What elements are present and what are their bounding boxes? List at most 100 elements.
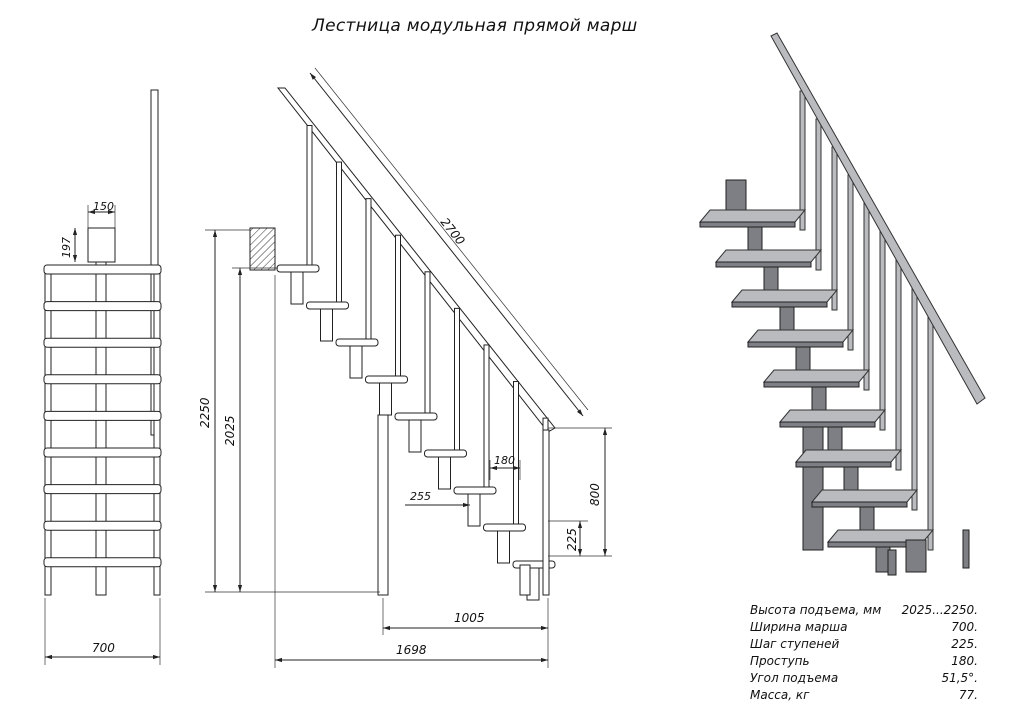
front-left-leg xyxy=(44,267,52,596)
side-baluster xyxy=(483,344,490,488)
spec-row: Масса, кг 77. xyxy=(750,688,978,702)
spec-label: Проступь xyxy=(750,654,810,668)
side-tread xyxy=(365,375,408,384)
side-module xyxy=(320,308,333,342)
side-tread xyxy=(394,412,438,421)
dim-step-offset: 255 xyxy=(410,490,431,503)
dim-rail-height: 800 xyxy=(588,483,602,506)
spec-label: Угол подъема xyxy=(750,671,839,685)
side-baluster xyxy=(395,234,401,377)
side-tread xyxy=(335,338,379,347)
iso-tread-edge xyxy=(811,501,908,508)
front-center-post xyxy=(95,261,107,596)
spec-row: Угол подъема 51,5°. xyxy=(750,671,978,685)
side-module xyxy=(408,419,422,453)
iso-baluster xyxy=(895,258,902,471)
iso-tread xyxy=(698,209,807,223)
side-module xyxy=(497,530,510,564)
spec-label: Шаг ступеней xyxy=(750,637,840,651)
spec-value: 700. xyxy=(951,620,978,634)
spec-value: 180. xyxy=(951,654,978,668)
spec-label: Высота подъема, мм xyxy=(750,603,882,617)
spec-value: 51,5°. xyxy=(941,671,978,685)
side-tread xyxy=(424,449,467,458)
side-support-post xyxy=(377,414,389,596)
wall-section xyxy=(249,227,276,271)
isometric-view xyxy=(698,32,986,576)
iso-tread-edge xyxy=(763,381,860,388)
spec-row: Проступь 180. xyxy=(750,654,978,668)
iso-baluster xyxy=(831,146,838,311)
dim-total-height: 2250 xyxy=(198,397,212,428)
iso-tread xyxy=(714,249,823,263)
side-module xyxy=(349,345,363,379)
iso-tread xyxy=(730,289,839,303)
iso-tread-edge xyxy=(779,421,876,428)
spec-label: Ширина марша xyxy=(750,620,848,634)
front-tread xyxy=(43,301,162,312)
front-right-leg xyxy=(153,267,161,596)
front-tread xyxy=(43,410,162,421)
side-tread xyxy=(306,301,349,310)
front-tread xyxy=(43,520,162,531)
side-module xyxy=(438,456,451,490)
drawing-title: Лестница модульная прямой марш xyxy=(312,16,638,36)
spec-value: 2025...2250. xyxy=(901,603,978,617)
iso-tread-edge xyxy=(747,341,844,348)
spec-label: Масса, кг xyxy=(750,688,810,702)
iso-tread xyxy=(778,409,887,423)
wall-bracket xyxy=(87,227,116,263)
iso-bottom-module xyxy=(905,539,927,573)
iso-tread xyxy=(746,329,855,343)
side-module xyxy=(467,493,481,527)
iso-bottom-leg xyxy=(962,529,970,569)
side-tread xyxy=(276,264,320,273)
spec-row: Ширина марша 700. xyxy=(750,620,978,634)
side-baluster xyxy=(365,198,372,340)
dim-post-distance: 1005 xyxy=(454,611,485,625)
front-tread xyxy=(43,374,162,385)
iso-tread-edge xyxy=(699,221,796,228)
iso-baluster xyxy=(879,230,886,431)
iso-bottom-leg xyxy=(887,549,897,576)
front-treads xyxy=(43,264,162,568)
side-module xyxy=(379,382,392,416)
dim-front-width: 700 xyxy=(92,641,115,655)
front-tread xyxy=(43,264,162,275)
side-last-post xyxy=(542,429,550,596)
front-tread xyxy=(43,337,162,348)
side-baluster xyxy=(306,124,313,266)
dim-floor-height: 2025 xyxy=(223,415,237,446)
front-tread xyxy=(43,557,162,568)
side-bottom-leg xyxy=(519,564,531,596)
side-handrail xyxy=(276,87,556,433)
side-tread xyxy=(453,486,497,495)
dim-total-length: 1698 xyxy=(396,643,427,657)
spec-row: Высота подъема, мм 2025...2250. xyxy=(750,603,978,617)
front-view xyxy=(43,89,162,665)
iso-tread-edge xyxy=(715,261,812,268)
iso-baluster xyxy=(799,90,806,231)
iso-tread xyxy=(794,449,903,463)
iso-baluster xyxy=(815,118,822,271)
dim-bracket-height: 197 xyxy=(60,237,73,258)
side-baluster xyxy=(454,307,460,451)
side-tread xyxy=(483,523,526,532)
dim-tread-depth: 180 xyxy=(494,454,515,467)
iso-baluster xyxy=(847,174,854,351)
side-view xyxy=(205,67,612,668)
iso-handrail xyxy=(770,32,986,405)
side-module xyxy=(290,271,304,305)
iso-tread xyxy=(762,369,871,383)
iso-tread-edge xyxy=(795,461,892,468)
side-baluster xyxy=(513,381,519,525)
front-tread xyxy=(43,447,162,458)
front-tread xyxy=(43,484,162,495)
iso-tread-edge xyxy=(731,301,828,308)
dim-step-rise: 225 xyxy=(565,528,579,551)
iso-baluster xyxy=(911,286,918,511)
iso-wall-bracket xyxy=(725,179,747,211)
spec-value: 77. xyxy=(958,688,978,702)
